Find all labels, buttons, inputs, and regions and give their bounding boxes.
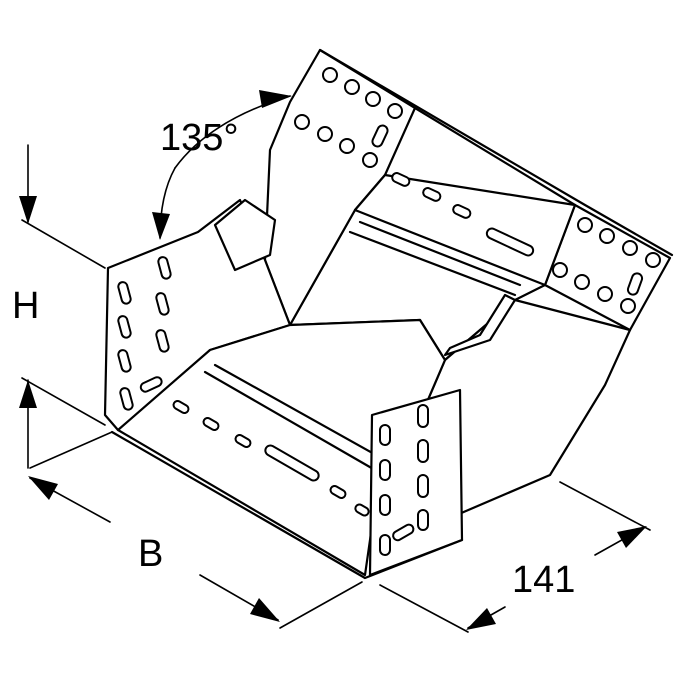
right-wall-holes xyxy=(379,404,429,556)
left-wall-holes xyxy=(117,256,172,411)
upper-back-holes xyxy=(391,172,535,257)
height-dimension xyxy=(19,144,106,469)
angle-label: 135° xyxy=(160,117,239,159)
upper-right-holes xyxy=(552,217,661,314)
length-label: 141 xyxy=(512,559,575,601)
upper-back-plate xyxy=(353,173,577,287)
upper-left-holes xyxy=(294,67,403,168)
angled-upper-section xyxy=(263,48,674,362)
width-label: B xyxy=(138,533,163,575)
angle-dimension xyxy=(152,90,292,240)
joint-bracket-right xyxy=(443,293,517,357)
height-label: H xyxy=(12,285,39,327)
length-dimension xyxy=(379,481,651,633)
width-dimension xyxy=(28,431,363,629)
floor-holes xyxy=(172,400,370,517)
joint-bracket-left xyxy=(213,198,277,272)
